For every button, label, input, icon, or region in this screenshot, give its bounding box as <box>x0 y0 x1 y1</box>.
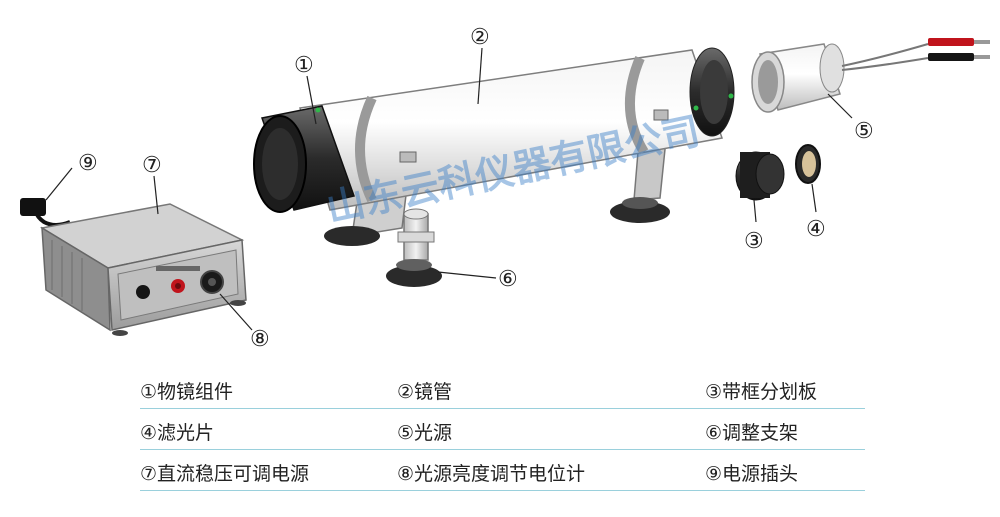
legend-item: ②镜管 <box>397 381 453 403</box>
legend-item: ⑧光源亮度调节电位计 <box>397 463 586 485</box>
legend-item: ④滤光片 <box>140 422 215 444</box>
parts-legend: ①物镜组件 ②镜管 ③带框分划板 ④滤光片 ⑤光源 ⑥调整支架 ⑦直流稳压可调电… <box>140 368 865 491</box>
callout-3: ③ <box>744 229 764 254</box>
front-stand-foot <box>324 226 380 246</box>
callout-8: ⑧ <box>250 327 270 352</box>
black-lead-plug <box>928 53 974 61</box>
legend-item: ③带框分划板 <box>705 381 818 403</box>
power-supply-unit <box>20 198 247 336</box>
legend-item: ⑦直流稳压可调电源 <box>140 463 310 485</box>
callout-2: ② <box>470 25 490 50</box>
callout-1: ① <box>294 53 314 78</box>
leader-lines <box>45 47 853 331</box>
callout-7: ⑦ <box>142 153 162 178</box>
legend-item: ⑥调整支架 <box>705 422 799 444</box>
power-plug <box>20 198 46 216</box>
front-clamp-ring <box>355 95 377 203</box>
framed-reticle <box>735 151 785 201</box>
legend-item: ⑤光源 <box>397 422 453 444</box>
filter-ring <box>795 144 821 184</box>
collimator-exploded-diagram: ① ② ③ ④ ⑤ ⑥ ⑦ ⑧ ⑨ 山东云科仪器有限公司 <box>20 25 990 352</box>
rear-clamp-ring <box>624 56 649 155</box>
light-source-cable <box>841 43 929 71</box>
power-supply-side <box>41 226 111 332</box>
light-source-housing <box>751 38 990 113</box>
callout-5: ⑤ <box>854 119 874 144</box>
legend-item: ⑨电源插头 <box>705 463 799 485</box>
legend-row: ④滤光片 ⑤光源 ⑥调整支架 <box>140 409 865 450</box>
rear-stand-foot <box>610 201 670 223</box>
black-terminal <box>136 285 150 299</box>
lens-tube-assembly <box>253 47 735 246</box>
callout-labels: ① ② ③ ④ ⑤ ⑥ ⑦ ⑧ ⑨ <box>78 25 874 352</box>
callout-6: ⑥ <box>498 267 518 292</box>
callout-9: ⑨ <box>78 151 98 176</box>
red-lead-plug <box>928 38 974 46</box>
legend-row: ①物镜组件 ②镜管 ③带框分划板 <box>140 368 865 409</box>
adjustment-stand-base <box>386 265 442 287</box>
callout-4: ④ <box>806 217 826 242</box>
legend-item: ①物镜组件 <box>140 381 234 403</box>
adjustment-stand <box>386 208 442 287</box>
legend-row: ⑦直流稳压可调电源 ⑧光源亮度调节电位计 ⑨电源插头 <box>140 450 865 491</box>
